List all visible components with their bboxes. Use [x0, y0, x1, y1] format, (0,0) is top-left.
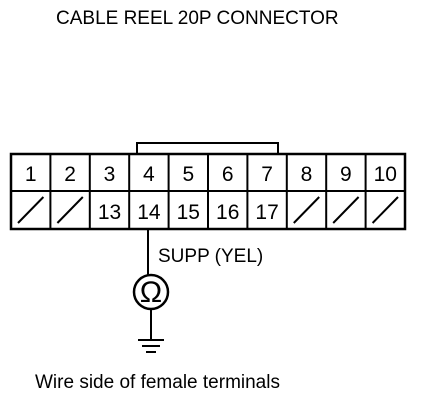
connector-lock-tab: [136, 142, 279, 154]
pin-label: 1: [25, 163, 37, 186]
unused-terminal-slash: [332, 196, 360, 224]
pin-label: 8: [301, 163, 313, 186]
pin-label: 9: [340, 163, 352, 186]
pin-label: 6: [222, 163, 234, 186]
pin-label: 13: [98, 201, 121, 224]
pin-label: 14: [137, 201, 161, 224]
ground-icon: [138, 339, 164, 353]
pin-label: 2: [64, 163, 76, 186]
pin-label: 17: [255, 201, 278, 224]
pin-label: 7: [261, 163, 273, 186]
unused-terminal-slash: [371, 196, 399, 224]
pin-label: 16: [216, 201, 239, 224]
connector-cell-dividers: [49, 154, 367, 229]
pin-label: 5: [182, 163, 194, 186]
connector-top-row: 1 2 3 4 5 6 7 8 9 10: [25, 163, 397, 186]
connector-bottom-row: 13 14 15 16 17: [98, 201, 279, 224]
pin-label: 10: [374, 163, 397, 186]
wire-label: SUPP (YEL): [158, 246, 263, 267]
pin-label: 3: [104, 163, 116, 186]
diagram-title: CABLE REEL 20P CONNECTOR: [56, 8, 339, 29]
ohm-symbol: Ω: [140, 276, 162, 309]
diagram-caption: Wire side of female terminals: [35, 372, 280, 393]
pin-label: 15: [177, 201, 200, 224]
unused-terminal-slash: [293, 196, 320, 224]
unused-terminal-marks: [17, 196, 399, 224]
unused-terminal-slash: [17, 196, 45, 224]
unused-terminal-slash: [56, 196, 84, 224]
pin-label: 4: [143, 163, 155, 186]
ohmmeter-icon: Ω: [132, 273, 170, 311]
